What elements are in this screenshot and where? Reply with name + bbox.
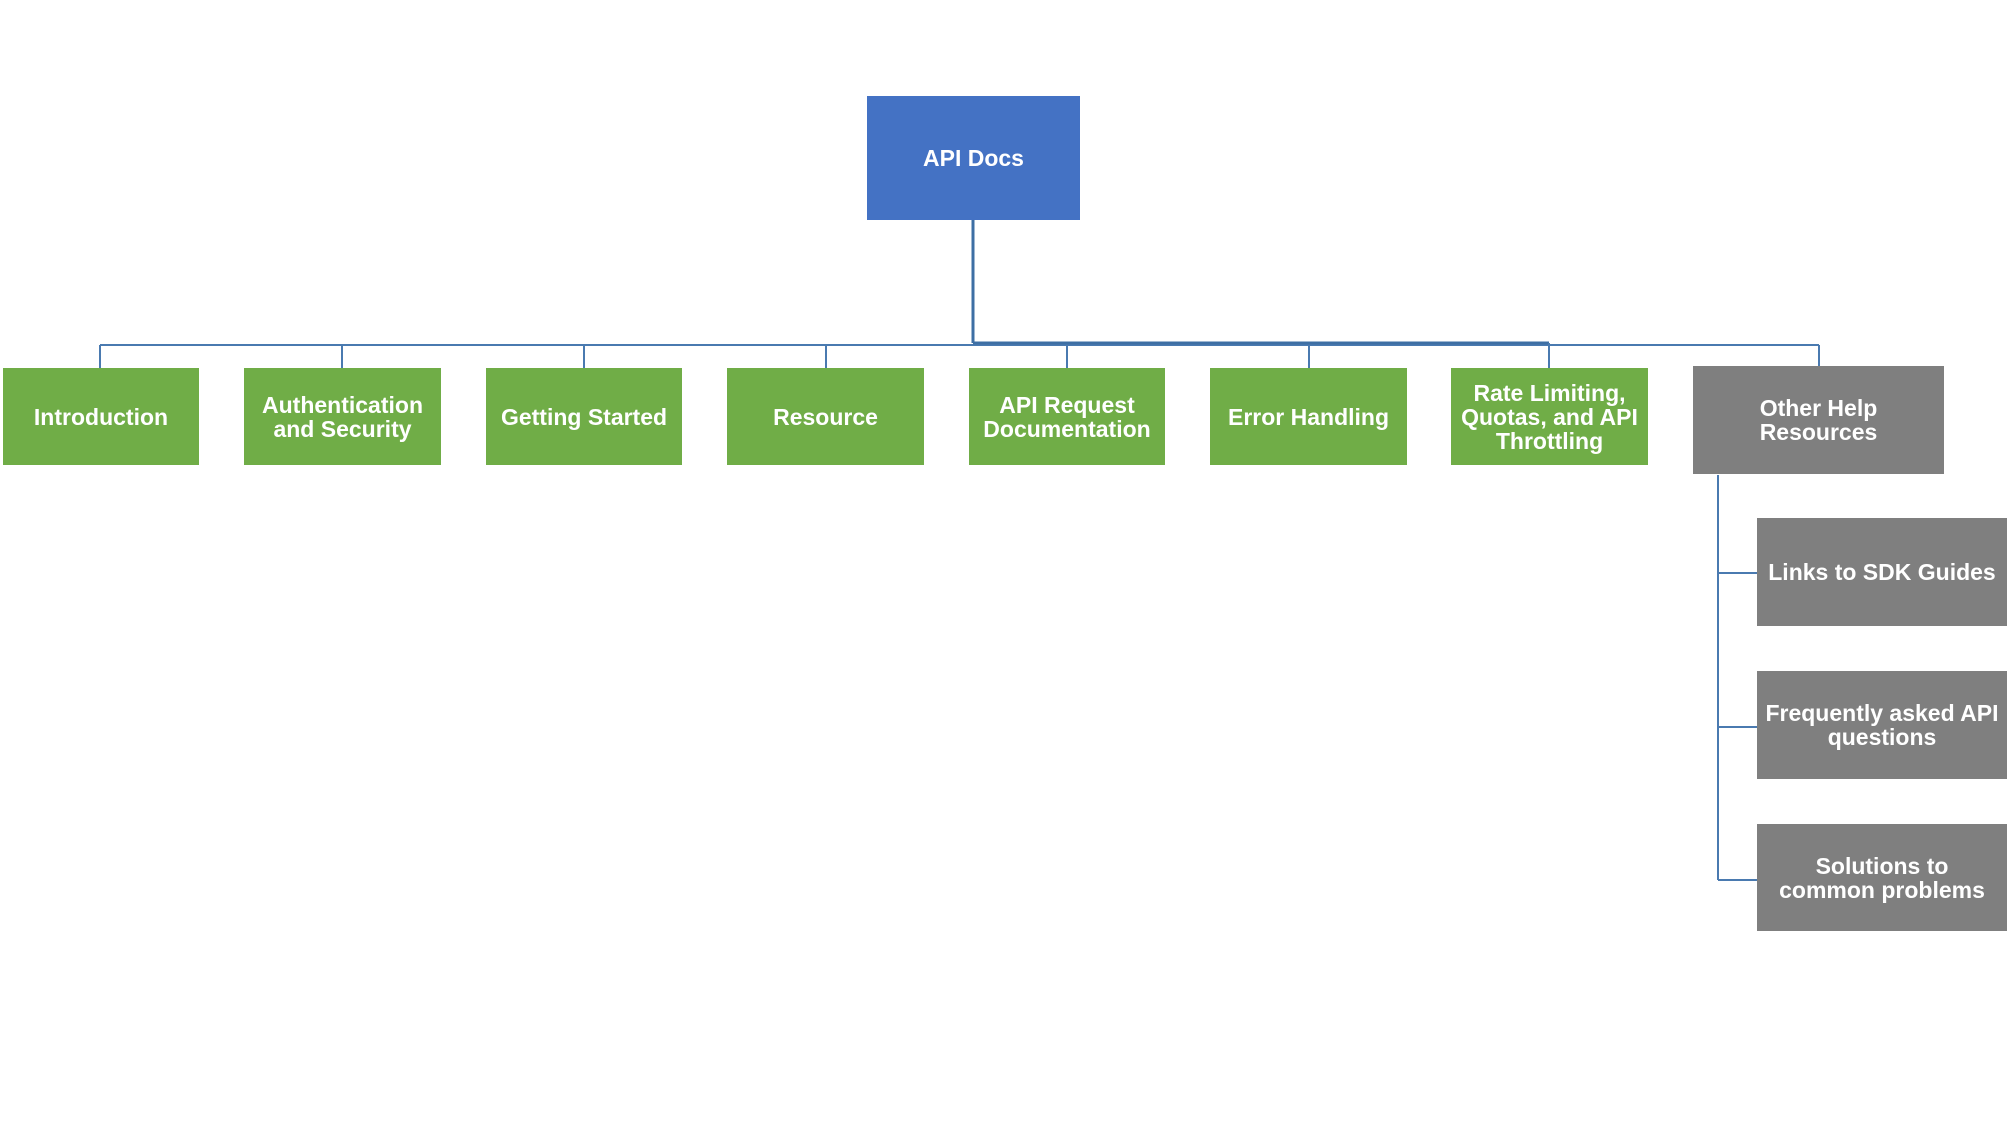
- section-error-handling: Error Handling: [1210, 368, 1407, 465]
- help-links-to-sdk-guides: Links to SDK Guides: [1757, 518, 2007, 626]
- section-label: Getting Started: [500, 403, 668, 430]
- help-label: Frequently asked API questions: [1765, 700, 1999, 750]
- help-label: Solutions to common problems: [1779, 852, 1985, 903]
- section-label: Error Handling: [1227, 403, 1389, 430]
- section-authentication-and-security: Authentication and Security: [244, 368, 441, 465]
- section-api-request-documentation: API Request Documentation: [969, 368, 1165, 465]
- section-other-help-resources: Other Help Resources: [1693, 366, 1944, 474]
- section-label: Other Help Resources: [1759, 395, 1878, 445]
- section-label: Rate Limiting, Quotas, and API Throttlin…: [1461, 379, 1638, 454]
- help-solutions-to-common-problems: Solutions to common problems: [1757, 824, 2007, 931]
- section-label: API Request Documentation: [983, 391, 1151, 442]
- section-introduction: Introduction: [3, 368, 199, 465]
- section-resource: Resource: [727, 368, 924, 465]
- section-label: Authentication and Security: [262, 391, 423, 442]
- root-label: API Docs: [923, 145, 1024, 171]
- section-rate-limiting: Rate Limiting, Quotas, and API Throttlin…: [1451, 368, 1648, 465]
- section-label: Resource: [773, 403, 878, 430]
- help-frequently-asked-api-questions: Frequently asked API questions: [1757, 671, 2007, 779]
- section-getting-started: Getting Started: [486, 368, 682, 465]
- root-node-api-docs: API Docs: [867, 96, 1080, 220]
- section-label: Introduction: [33, 403, 169, 430]
- help-label: Links to SDK Guides: [1768, 559, 1996, 585]
